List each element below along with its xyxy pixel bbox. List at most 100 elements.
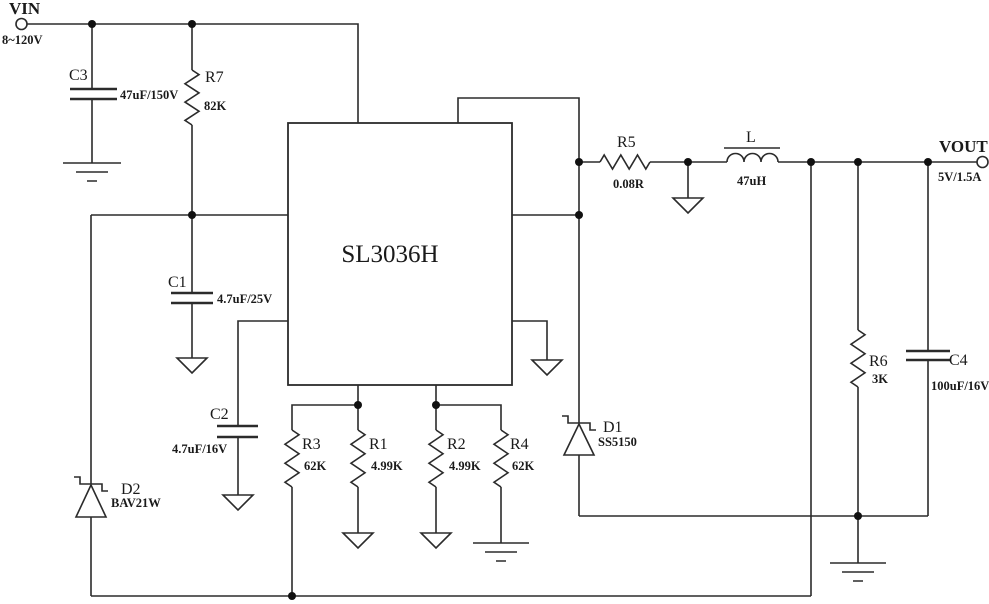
junction-dot [684,158,692,166]
junction-dot [88,20,96,28]
wire-ic-right-pin2 [512,320,548,360]
capacitor-c1-ref: C1 [168,274,187,291]
resistor-r7-ref: R7 [205,69,224,86]
diode-d1-value: SS5150 [598,435,637,449]
earth-ground-r4-icon [473,542,529,562]
resistor-r1: R1 4.99K [349,429,403,488]
inductor-l-ref: L [746,129,756,146]
ic-sl3036h: SL3036H [287,122,513,386]
resistor-r3: R3 62K [283,429,327,488]
junction-dot [807,158,815,166]
capacitor-c2: C2 4.7uF/16V [172,406,258,456]
capacitor-c1: C1 4.7uF/25V [168,274,272,306]
wires [27,23,977,597]
diode-d2-triangle [74,483,108,518]
resistor-r4: R4 62K [492,429,535,488]
resistor-r4-value: 62K [512,459,535,473]
inductor-l: L 47uH [724,129,780,188]
resistor-r3-body [283,429,301,488]
resistor-r1-ref: R1 [369,436,388,453]
wire-d1-branch [578,162,928,517]
diode-d1-ref: D1 [603,419,623,436]
vout-terminal-circle [976,155,989,169]
resistor-r7-value: 82K [204,99,227,113]
junction-dot [854,512,862,520]
resistor-r2-value: 4.99K [449,459,481,473]
diode-d2-value: BAV21W [111,496,161,510]
inductor-l-coil [726,152,779,163]
resistor-r3-value: 62K [304,459,327,473]
capacitor-c3: C3 47uF/150V [69,67,178,102]
capacitor-c4-ref: C4 [949,352,968,369]
capacitor-c4-plates [906,349,950,362]
resistor-r2-body [427,429,445,488]
arrow-ground-c1-icon [175,357,209,375]
capacitor-c3-value: 47uF/150V [120,88,178,102]
junction-dot [575,158,583,166]
resistor-r5-body [599,153,651,171]
resistor-r5: R5 0.08R [599,134,651,191]
arrow-ground-r5-icon [671,197,705,215]
resistor-r2-ref: R2 [447,436,466,453]
inductor-l-value: 47uH [737,174,766,188]
resistor-r4-body [492,429,510,488]
junction-dot [575,211,583,219]
vin-terminal-circle [15,17,28,31]
vout-terminal: VOUT 5V/1.5A [938,137,989,184]
resistor-r3-ref: R3 [302,436,321,453]
resistor-r2: R2 4.99K [427,429,481,488]
capacitor-c2-plates [217,424,258,439]
arrow-ground-r2-icon [419,532,453,550]
diode-d1: D1 SS5150 [562,415,637,456]
resistor-r7-body [183,69,201,126]
capacitor-c3-ref: C3 [69,67,88,84]
resistor-r6-body [849,329,867,388]
resistor-r6-value: 3K [872,372,888,386]
diode-d1-triangle [562,422,596,456]
capacitor-c4: C4 100uF/16V [906,349,989,393]
earth-ground-r6-icon [830,562,886,582]
resistor-r7: R7 82K [183,69,227,126]
arrow-ground-c2-icon [221,494,255,512]
junction-dots [88,20,932,600]
resistor-r4-ref: R4 [510,436,529,453]
ic-label: SL3036H [341,241,438,268]
vin-spec: 8~120V [2,33,43,47]
diode-d2-ref: D2 [121,481,141,498]
wire-d2-bottom-rail [90,215,811,597]
arrow-ground-ic-icon [530,359,564,377]
diode-d2: D2 BAV21W [74,476,161,518]
vout-spec: 5V/1.5A [938,170,981,184]
resistor-r5-ref: R5 [617,134,636,151]
resistor-r6: R6 3K [849,329,888,388]
junction-dot [188,211,196,219]
resistor-r1-body [349,429,367,488]
junction-dot [924,158,932,166]
wire-ic-bottom-pins [357,385,437,405]
capacitor-c2-ref: C2 [210,406,229,423]
ic-body [287,122,513,386]
wire-ic-topright [457,97,580,162]
vout-label: VOUT [939,137,988,156]
wire-c2 [237,320,288,495]
junction-dot [288,592,296,600]
junction-dot [432,401,440,409]
capacitor-c4-value: 100uF/16V [931,379,989,393]
vin-label: VIN [9,0,41,18]
wire-r4 [436,404,502,543]
resistor-r5-value: 0.08R [613,177,645,191]
ground-symbols [63,162,886,582]
vin-terminal: VIN 8~120V [2,0,43,47]
junction-dot [188,20,196,28]
earth-ground-c3-icon [63,162,121,182]
capacitor-c2-value: 4.7uF/16V [172,442,227,456]
wire-vin-rail [27,23,359,123]
wire-r3 [291,404,358,596]
arrow-ground-r1-icon [341,532,375,550]
capacitor-c1-plates [171,291,213,305]
junction-dot [854,158,862,166]
resistor-r6-ref: R6 [869,353,888,370]
resistor-r1-value: 4.99K [371,459,403,473]
